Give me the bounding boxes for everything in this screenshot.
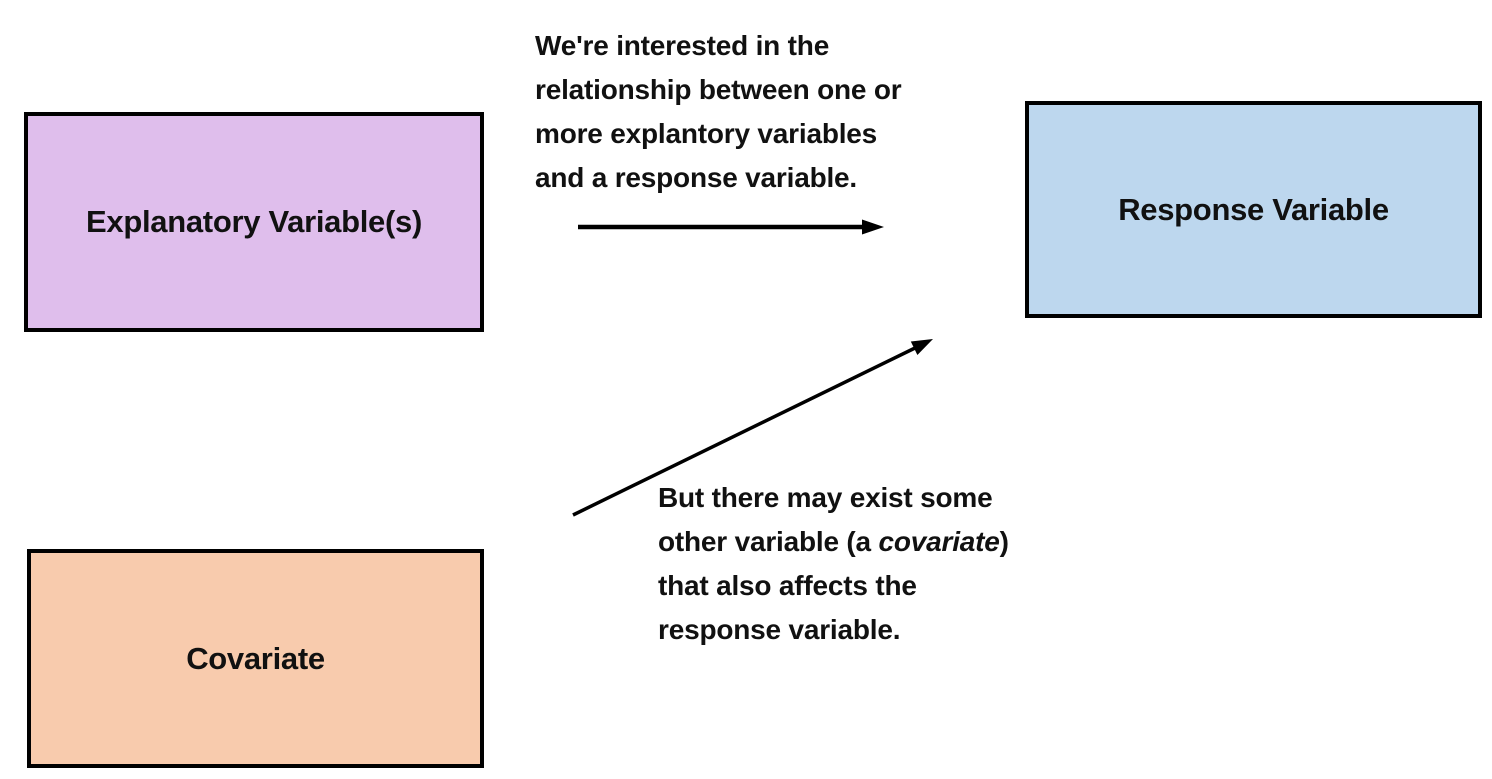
- interest-note-line3: more explantory variables: [535, 118, 878, 149]
- explanatory-variables-box: Explanatory Variable(s): [24, 112, 484, 332]
- covariate-label: Covariate: [186, 640, 325, 676]
- covariate-note: But there may exist some other variable …: [658, 476, 1009, 652]
- explanatory-variables-label: Explanatory Variable(s): [86, 204, 422, 239]
- main-relationship-arrow: [578, 219, 884, 235]
- covariate-effect-arrowhead-icon: [910, 339, 933, 355]
- response-variable-label: Response Variable: [1118, 191, 1389, 227]
- interest-note-line1: We're interested in the: [535, 30, 830, 61]
- covariate-note-line2: other variable (a covariate): [658, 520, 1009, 564]
- covariate-note-line1: But there may exist some: [658, 482, 993, 513]
- response-variable-box: Response Variable: [1025, 101, 1482, 318]
- covariate-note-line2-suffix: ): [999, 526, 1009, 557]
- covariate-note-line2-italic-word: covariate: [878, 526, 1000, 557]
- interest-note: We're interested in the relationship bet…: [535, 24, 902, 200]
- covariate-box: Covariate: [27, 549, 484, 768]
- covariate-note-line2-prefix: other variable (a: [658, 526, 879, 557]
- main-relationship-arrowhead-icon: [862, 219, 884, 235]
- interest-note-line4: and a response variable.: [535, 162, 858, 193]
- interest-note-line2: relationship between one or: [535, 74, 902, 105]
- covariate-note-line4: response variable.: [658, 614, 901, 645]
- covariate-note-line3: that also affects the: [658, 570, 917, 601]
